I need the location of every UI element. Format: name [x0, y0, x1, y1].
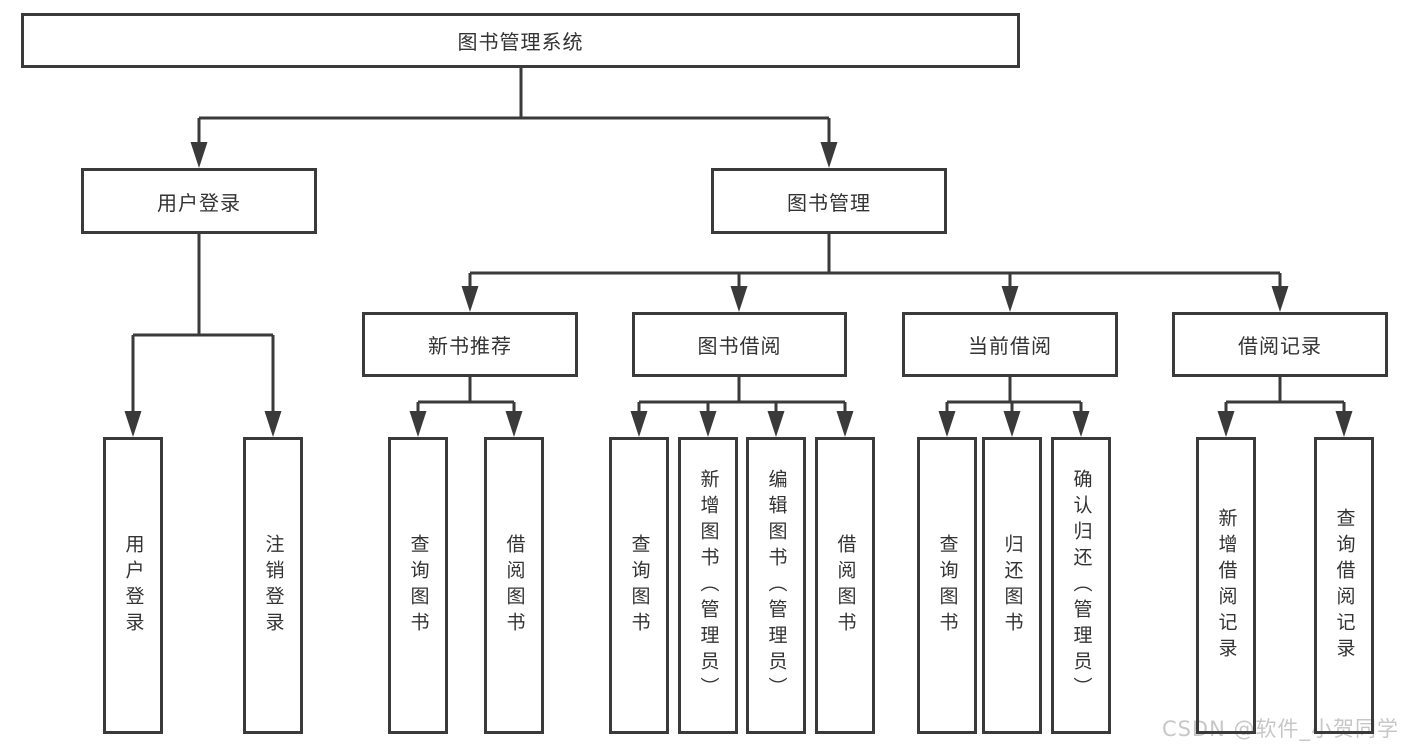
node-cb-query-books: 查询图书	[917, 437, 977, 734]
node-cb-confirm-return: 确认归还（管理员）	[1051, 437, 1111, 734]
node-bb-add-books: 新增图书（管理员）	[678, 437, 738, 734]
arrowhead	[190, 142, 208, 168]
node-book-mgmt: 图书管理	[711, 168, 947, 234]
arrowhead	[820, 142, 838, 168]
watermark: CSDN @软件_小贺同学	[1161, 717, 1399, 741]
edges-from-current-borrow	[938, 377, 1090, 437]
node-bb-edit-books: 编辑图书（管理员）	[746, 437, 806, 734]
node-logout: 注销登录	[243, 437, 303, 734]
edge-line	[131, 234, 275, 414]
arrowhead	[767, 411, 785, 437]
node-borrow-records: 借阅记录	[1172, 312, 1388, 377]
edges-from-book-borrow	[630, 377, 854, 437]
node-nb-query-books: 查询图书	[388, 437, 448, 734]
arrowhead	[124, 411, 142, 437]
node-bb-borrow-books: 借阅图书	[815, 437, 875, 734]
arrowhead	[505, 411, 523, 437]
node-book-borrow: 图书借阅	[632, 312, 847, 377]
arrowhead	[730, 286, 748, 312]
node-br-add-record: 新增借阅记录	[1196, 437, 1256, 734]
node-user-login-group: 用户登录	[81, 168, 317, 234]
edge-line	[197, 68, 831, 145]
arrowhead	[836, 411, 854, 437]
edge-line	[468, 234, 1282, 290]
edges-from-user-login-group	[124, 234, 282, 437]
edge-line	[945, 377, 1083, 414]
arrowhead	[264, 411, 282, 437]
arrowhead	[461, 286, 479, 312]
node-bb-query-books: 查询图书	[609, 437, 669, 734]
edges-from-root	[190, 68, 838, 168]
arrowhead	[1217, 411, 1235, 437]
node-new-book-rec: 新书推荐	[362, 312, 578, 377]
edges-from-borrow-records	[1217, 377, 1353, 437]
arrowhead	[1001, 286, 1019, 312]
node-cb-return-books: 归还图书	[982, 437, 1042, 734]
edge-line	[416, 377, 516, 414]
node-nb-borrow-books: 借阅图书	[484, 437, 544, 734]
arrowhead	[1072, 411, 1090, 437]
node-current-borrow: 当前借阅	[902, 312, 1118, 377]
edges-from-new-book-rec	[409, 377, 523, 437]
edge-line	[637, 377, 847, 414]
arrowhead	[1335, 411, 1353, 437]
node-user-login: 用户登录	[103, 437, 163, 734]
arrowhead	[409, 411, 427, 437]
edges-from-book-mgmt	[461, 234, 1289, 312]
arrowhead	[938, 411, 956, 437]
arrowhead	[1271, 286, 1289, 312]
arrowhead	[630, 411, 648, 437]
edge-line	[1224, 377, 1346, 414]
node-root: 图书管理系统	[21, 13, 1020, 68]
node-br-query-record: 查询借阅记录	[1314, 437, 1374, 734]
arrowhead	[699, 411, 717, 437]
arrowhead	[1003, 411, 1021, 437]
